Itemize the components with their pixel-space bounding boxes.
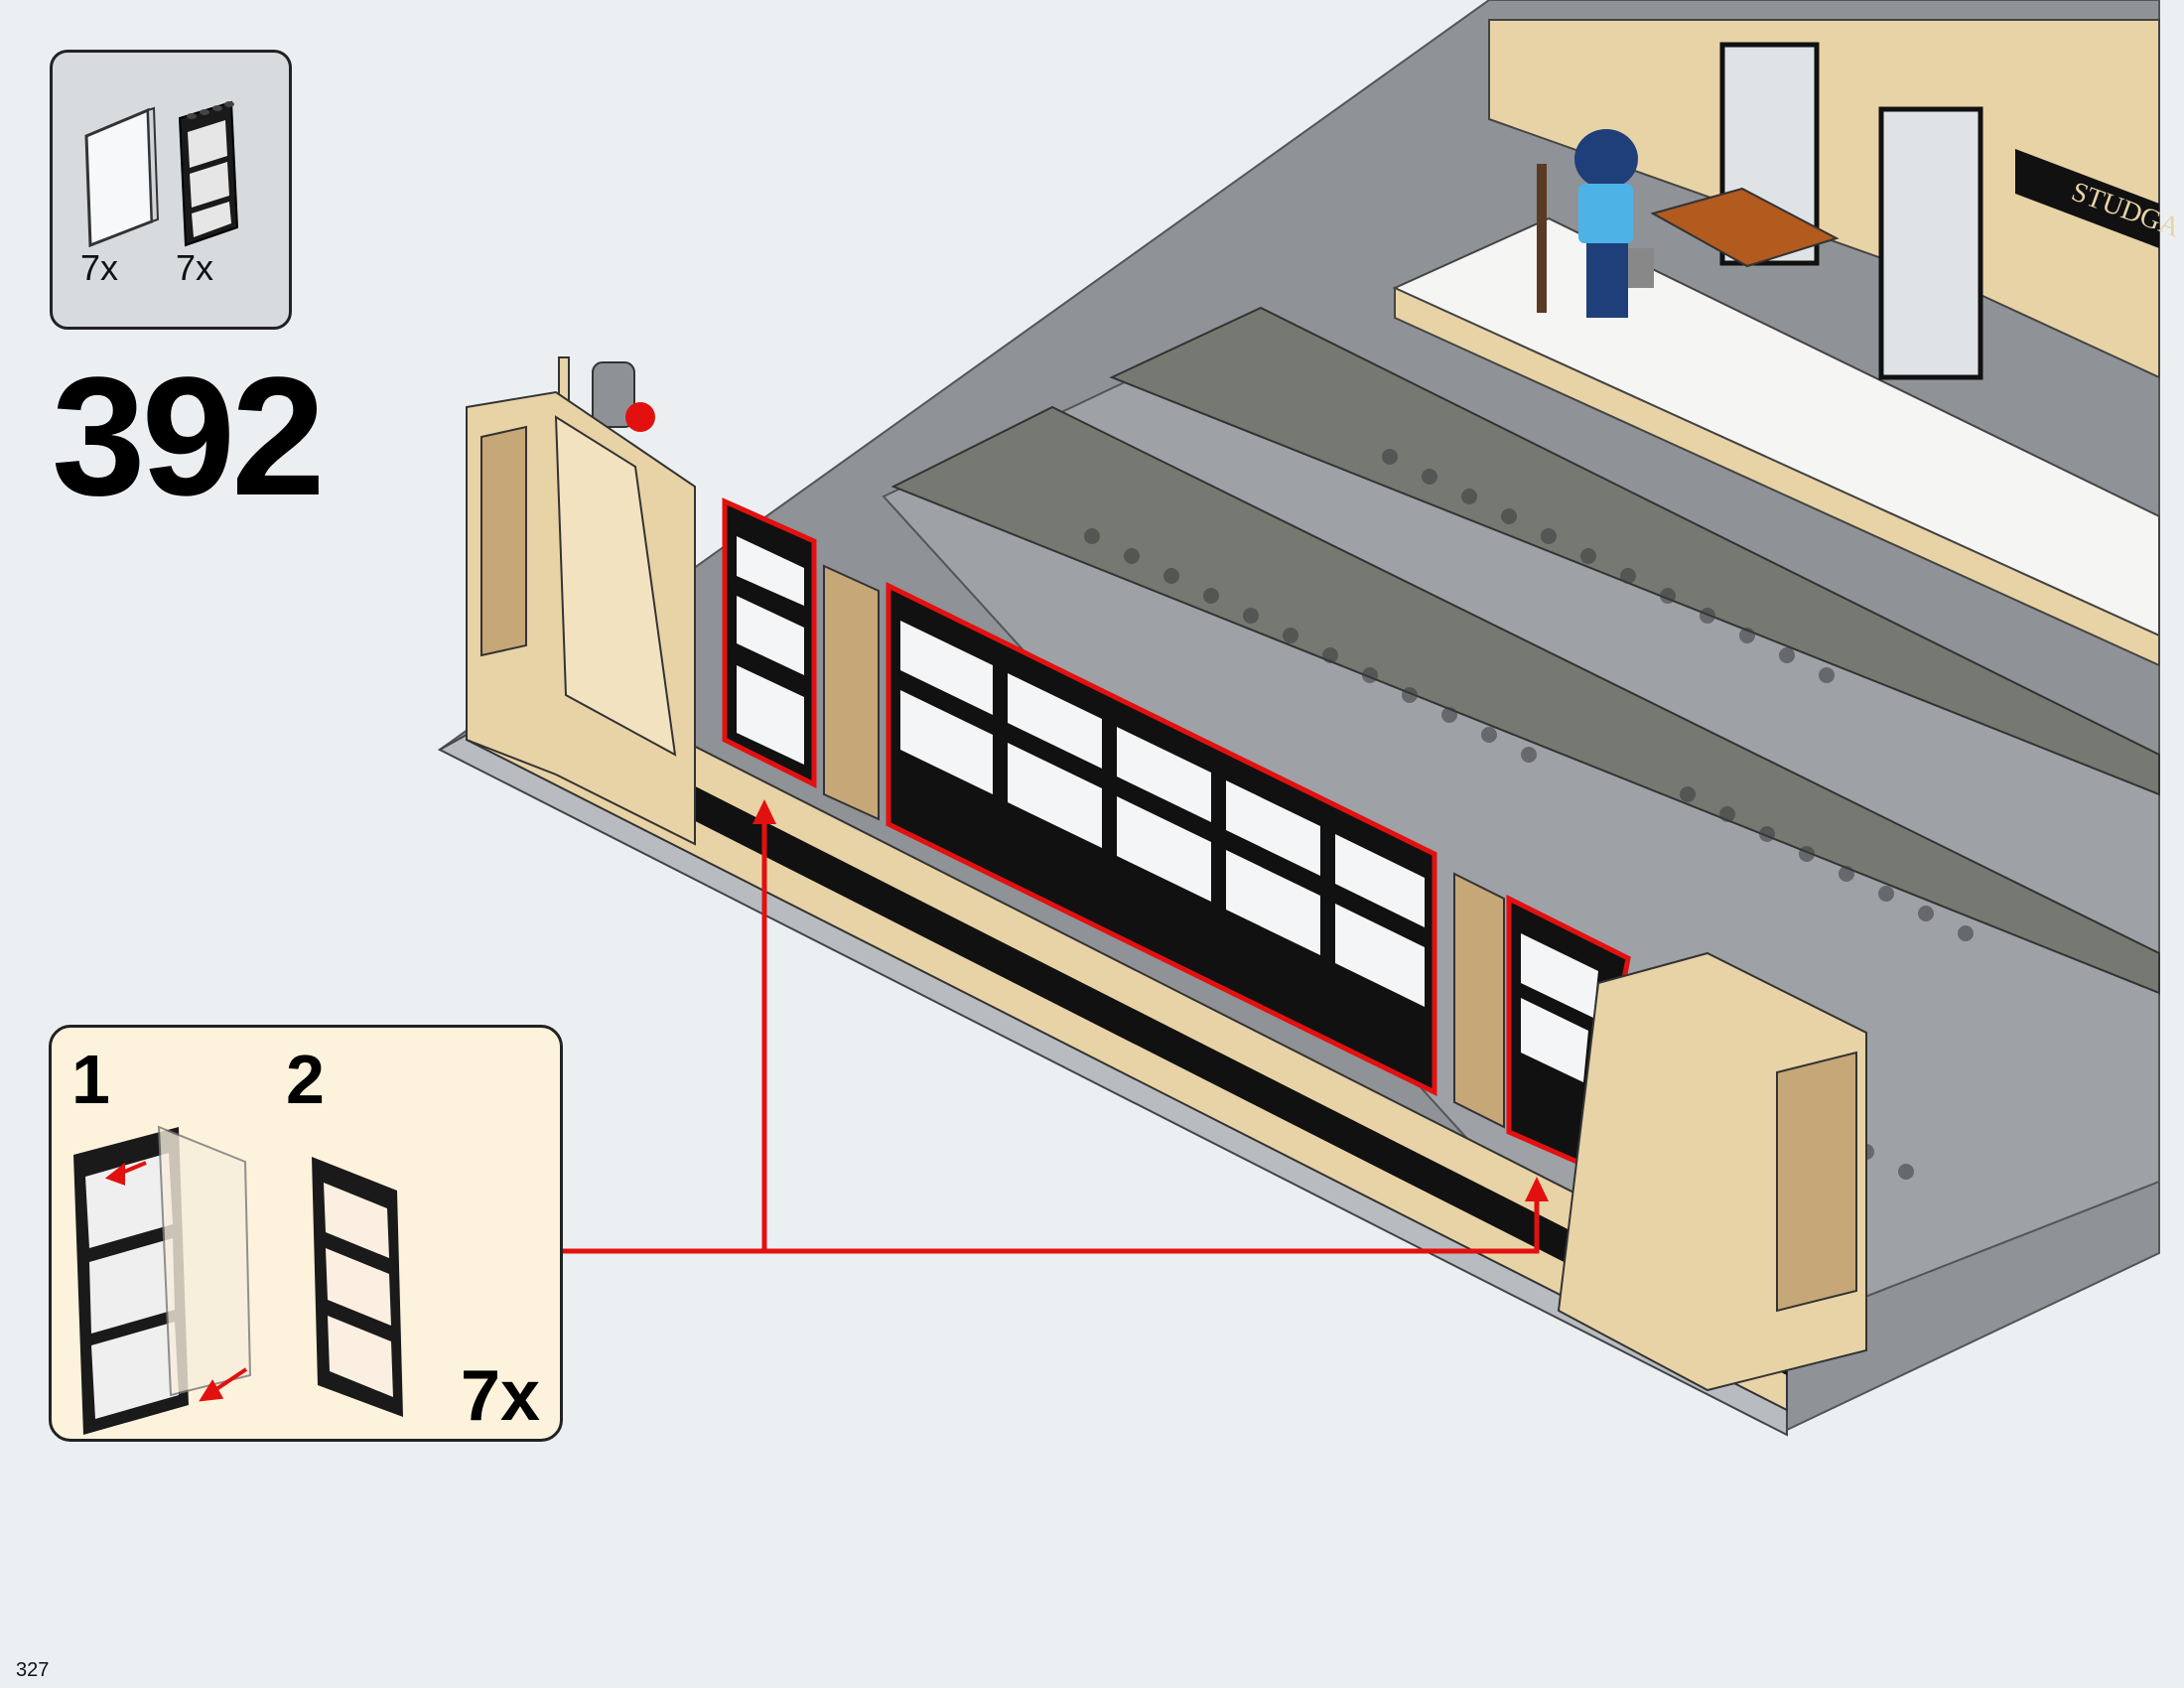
- sub-step-1: 1: [71, 1041, 110, 1118]
- part-count-glass: 7x: [80, 247, 119, 288]
- callout-illustration: [73, 1125, 403, 1435]
- window-frames: [722, 497, 1631, 1171]
- arrow-head-2: [1525, 1177, 1549, 1201]
- bench: [1650, 187, 1840, 268]
- station-building: [1488, 19, 2160, 379]
- assembly-arrows: [563, 814, 1540, 1254]
- parts-list-box: 7x 7x: [50, 50, 292, 330]
- page-number: 327: [16, 1659, 50, 1681]
- minifigure-worker: [1537, 129, 1654, 318]
- step-number: 392: [52, 343, 326, 531]
- transparent-window-glass-icon: [84, 106, 160, 248]
- sub-assembly-callout: 1 2 7x: [49, 1025, 563, 1442]
- arrow-head-1: [752, 799, 776, 824]
- insert-arrows: [104, 1161, 248, 1402]
- middle-pillar-2: [1453, 872, 1505, 1129]
- signal-light: [558, 356, 655, 432]
- rail-left: [890, 405, 2160, 995]
- parts-icons: [84, 100, 239, 248]
- multiplier-label: 7x: [461, 1356, 541, 1436]
- rail-right: [1109, 306, 2160, 796]
- station-window: [1878, 106, 1983, 380]
- black-window-frame-icon: [178, 100, 239, 247]
- right-pillar: [1557, 951, 1867, 1392]
- window-frame-with-glass-icon: [73, 1125, 252, 1435]
- sub-step-2: 2: [286, 1041, 325, 1118]
- middle-pillar-1: [823, 564, 880, 821]
- left-pillar: [466, 390, 696, 846]
- front-wall-black-stripe: [467, 670, 1787, 1375]
- part-count-frame: 7x: [176, 247, 214, 288]
- assembled-window-frame-icon: [312, 1157, 403, 1417]
- platform-edge: [1394, 286, 2160, 667]
